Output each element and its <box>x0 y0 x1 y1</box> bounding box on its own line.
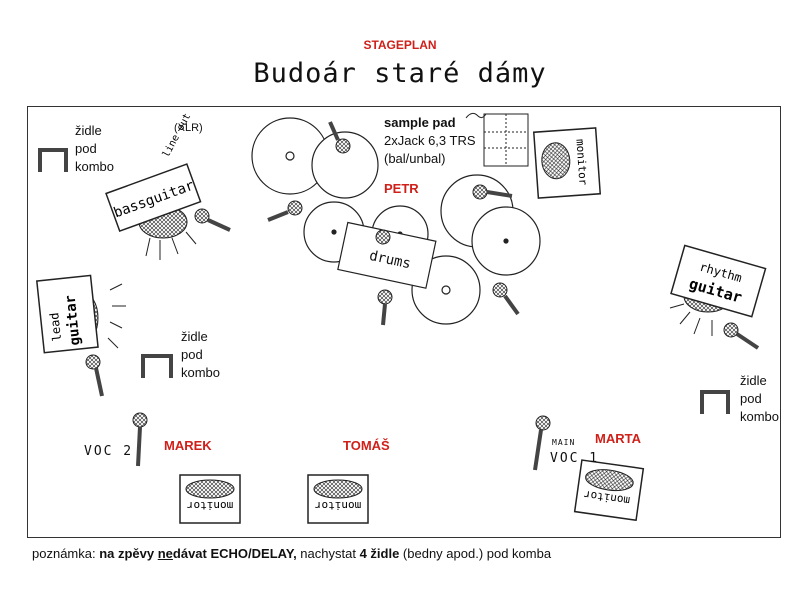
chair-label-line: pod <box>75 141 97 156</box>
sample-pad-icon <box>465 112 529 167</box>
lead-amp: lead guitar <box>35 274 126 354</box>
chair-label-line: židle <box>181 329 208 344</box>
chair-label-mid-left: židle pod kombo <box>181 328 220 382</box>
note-ne: ne <box>157 546 173 561</box>
monitor-label: monitor <box>583 488 631 507</box>
monitor-label: monitor <box>314 499 361 512</box>
sample-pad-balance: (bal/unbal) <box>384 151 446 166</box>
chair-icon <box>141 354 173 378</box>
chair-icon <box>700 390 730 414</box>
stageplan-heading: STAGEPLAN <box>363 38 437 52</box>
performer-petr: PETR <box>384 181 419 196</box>
chair-label-line: kombo <box>75 159 115 174</box>
xlr-label: (XLR) <box>174 122 203 134</box>
note-echo-delay: dávat ECHO/DELAY, <box>172 546 297 561</box>
note-rest: (bedny apod.) pod komba <box>399 546 552 561</box>
drum-mic-icon <box>328 121 351 154</box>
chair-label-right: židle pod kombo <box>740 372 779 426</box>
sample-pad-jack: 2xJack 6,3 TRS <box>384 133 476 148</box>
stage-outline <box>27 106 781 538</box>
monitor-wedge-icon: monitor <box>532 127 602 199</box>
performer-tomas: TOMÁŠ <box>343 438 390 453</box>
lead-mic-icon <box>85 354 104 397</box>
note-prefix: poznámka: <box>32 546 100 561</box>
drum-mic-icon <box>472 184 513 200</box>
voc2-label: VOC 2 <box>84 444 134 459</box>
chair-label-line: židle <box>740 373 767 388</box>
rhythm-amp: rhythm guitar <box>669 244 767 336</box>
chair-label-line: pod <box>740 391 762 406</box>
lead-guitar-label: guitar <box>62 294 83 346</box>
voc1-main-label: MAIN <box>552 438 576 447</box>
chair-label-line: židle <box>75 123 102 138</box>
drum-kit: drums <box>251 117 541 325</box>
monitor-label: monitor <box>186 499 233 512</box>
footer-note: poznámka: na zpěvy nedávat ECHO/DELAY, n… <box>32 546 551 561</box>
voc2-mic-icon <box>132 412 148 467</box>
drum-mic-icon <box>377 289 393 326</box>
rhythm-mic-icon <box>723 322 760 350</box>
voc1-mic-icon <box>533 415 551 471</box>
monitor-wedge-icon: monitor <box>179 474 241 524</box>
sample-pad-title: sample pad <box>384 115 456 130</box>
chair-label-line: pod <box>181 347 203 362</box>
bass-mic-icon <box>194 208 231 232</box>
drum-mic-icon <box>492 282 520 316</box>
monitor-wedge-icon: monitor <box>307 474 369 524</box>
performer-marta: MARTA <box>595 431 641 446</box>
performer-marek: MAREK <box>164 438 212 453</box>
note-prepare: nachystat <box>296 546 360 561</box>
bass-amp: bassguitar line out <box>105 112 202 260</box>
drum-mic-icon <box>375 229 391 245</box>
note-chairs: 4 židle <box>359 546 400 561</box>
voc1-label: VOC 1 <box>550 451 600 466</box>
monitor-wedge-icon: monitor <box>573 459 645 522</box>
sample-pad-info: sample pad 2xJack 6,3 TRS (bal/unbal) <box>384 114 476 168</box>
chair-label-line: kombo <box>740 409 780 424</box>
drum-mic-icon <box>267 200 303 222</box>
chair-label-top-left: židle pod kombo <box>75 122 114 176</box>
note-vocals: na zpěvy <box>99 546 158 561</box>
chair-icon <box>38 148 68 172</box>
line-out-label: line out <box>161 112 193 160</box>
monitor-label: monitor <box>573 139 589 187</box>
hihat-icon <box>311 131 379 199</box>
band-name-title: Budoár staré dámy <box>253 58 547 89</box>
chair-label-line: kombo <box>181 365 221 380</box>
lead-label: lead <box>47 312 64 342</box>
